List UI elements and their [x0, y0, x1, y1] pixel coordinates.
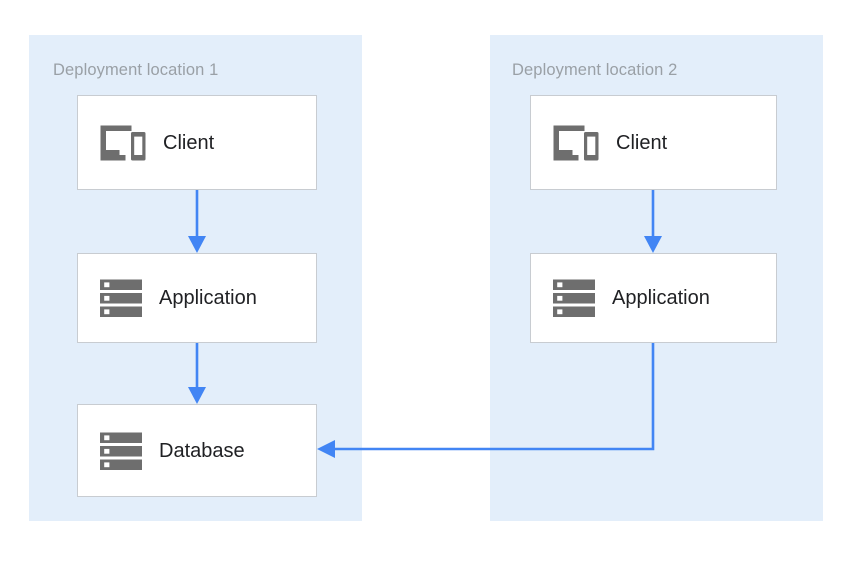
- node-application-2-label: Application: [612, 287, 710, 309]
- node-client-1-label: Client: [163, 131, 215, 154]
- node-database-1-label: Database: [159, 439, 245, 462]
- node-application-1-label: Application: [159, 287, 257, 309]
- client-devices-icon: [100, 125, 146, 160]
- server-icon: [100, 432, 142, 470]
- node-database-1[interactable]: Database: [77, 404, 317, 497]
- server-icon: [100, 279, 142, 317]
- deployment-zone-1-label: Deployment location 1: [53, 61, 219, 79]
- server-icon: [553, 279, 595, 317]
- node-application-1[interactable]: Application: [77, 253, 317, 343]
- node-application-2[interactable]: Application: [530, 253, 777, 343]
- deployment-zone-2-label: Deployment location 2: [512, 61, 678, 79]
- node-client-1[interactable]: Client: [77, 95, 317, 190]
- node-client-2[interactable]: Client: [530, 95, 777, 190]
- client-devices-icon: [553, 125, 599, 160]
- node-client-2-label: Client: [616, 131, 668, 154]
